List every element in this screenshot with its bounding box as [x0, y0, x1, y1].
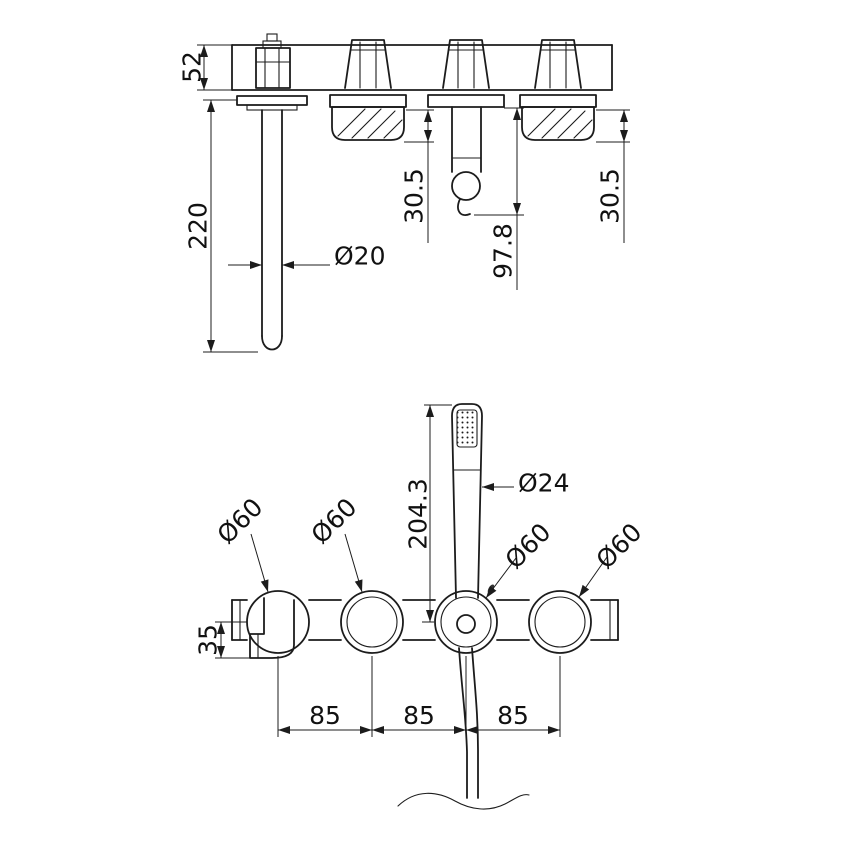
spray-face	[456, 409, 478, 448]
dim-label-rosette-2: Ø60	[306, 493, 363, 550]
dim-label-rosette-1: Ø60	[212, 493, 269, 550]
dim-rosette-2: Ø60	[306, 493, 363, 593]
dim-label-wand-diameter: Ø24	[518, 469, 570, 498]
rosette-2	[340, 590, 404, 654]
dim-label-spacing-3: 85	[497, 701, 529, 730]
wall-bar-front	[231, 599, 619, 641]
dim-label-spacing-1: 85	[309, 701, 341, 730]
dim-rosette-1: Ø60	[212, 493, 269, 593]
dim-spacing: 85 85 85	[277, 656, 561, 737]
dim-wand-diameter: Ø24	[482, 469, 570, 498]
spout-side	[236, 33, 308, 351]
dim-label-rosette-3: Ø60	[500, 518, 557, 575]
handle-side-2	[519, 39, 597, 141]
dim-spout-length: 220	[184, 99, 258, 353]
diverter-side	[427, 39, 505, 216]
front-view: 204.3 Ø24 Ø60 Ø60 Ø60 Ø60 35	[194, 403, 648, 810]
dim-spout-diameter: Ø20	[228, 242, 386, 271]
dim-wand-height: 204.3	[404, 404, 452, 623]
dim-label-handle-depth-left: 30.5	[400, 168, 429, 224]
dim-label-rosette-4: Ø60	[591, 518, 648, 575]
dim-handle-depth-right: 30.5	[596, 109, 630, 243]
spout-front	[249, 597, 295, 659]
dim-rosette-4: Ø60	[578, 518, 648, 598]
hose-nut	[456, 614, 476, 634]
rosette-1	[246, 590, 310, 654]
dim-handle-depth-left: 30.5	[400, 109, 434, 243]
handle-side-1	[329, 39, 407, 141]
handle-front-1	[346, 596, 398, 648]
top-view: 52 220 Ø20 30.5 97.8	[178, 33, 630, 353]
dim-label-diverter-depth: 97.8	[489, 223, 518, 279]
dim-label-wand-height: 204.3	[404, 478, 433, 550]
dim-diverter-depth: 97.8	[474, 107, 524, 290]
handle-front-2	[534, 596, 586, 648]
dim-spout-drop: 35	[194, 621, 250, 659]
brand-logo-mark	[487, 584, 495, 594]
dim-label-spout-drop: 35	[194, 624, 223, 656]
rosette-4	[528, 590, 592, 654]
wall-bar-side	[231, 44, 613, 91]
dim-label-spacing-2: 85	[403, 701, 435, 730]
rosette-3	[434, 590, 498, 654]
dim-label-spout-length: 220	[184, 202, 213, 250]
holder-ring	[440, 596, 492, 648]
dim-label-bar-height: 52	[178, 51, 207, 83]
dim-rosette-3: Ø60	[485, 518, 557, 599]
dim-label-spout-diameter: Ø20	[334, 242, 386, 271]
dim-label-handle-depth-right: 30.5	[596, 168, 625, 224]
shower-hose	[458, 647, 468, 799]
break-line	[397, 792, 530, 810]
dim-bar-height: 52	[178, 44, 232, 91]
